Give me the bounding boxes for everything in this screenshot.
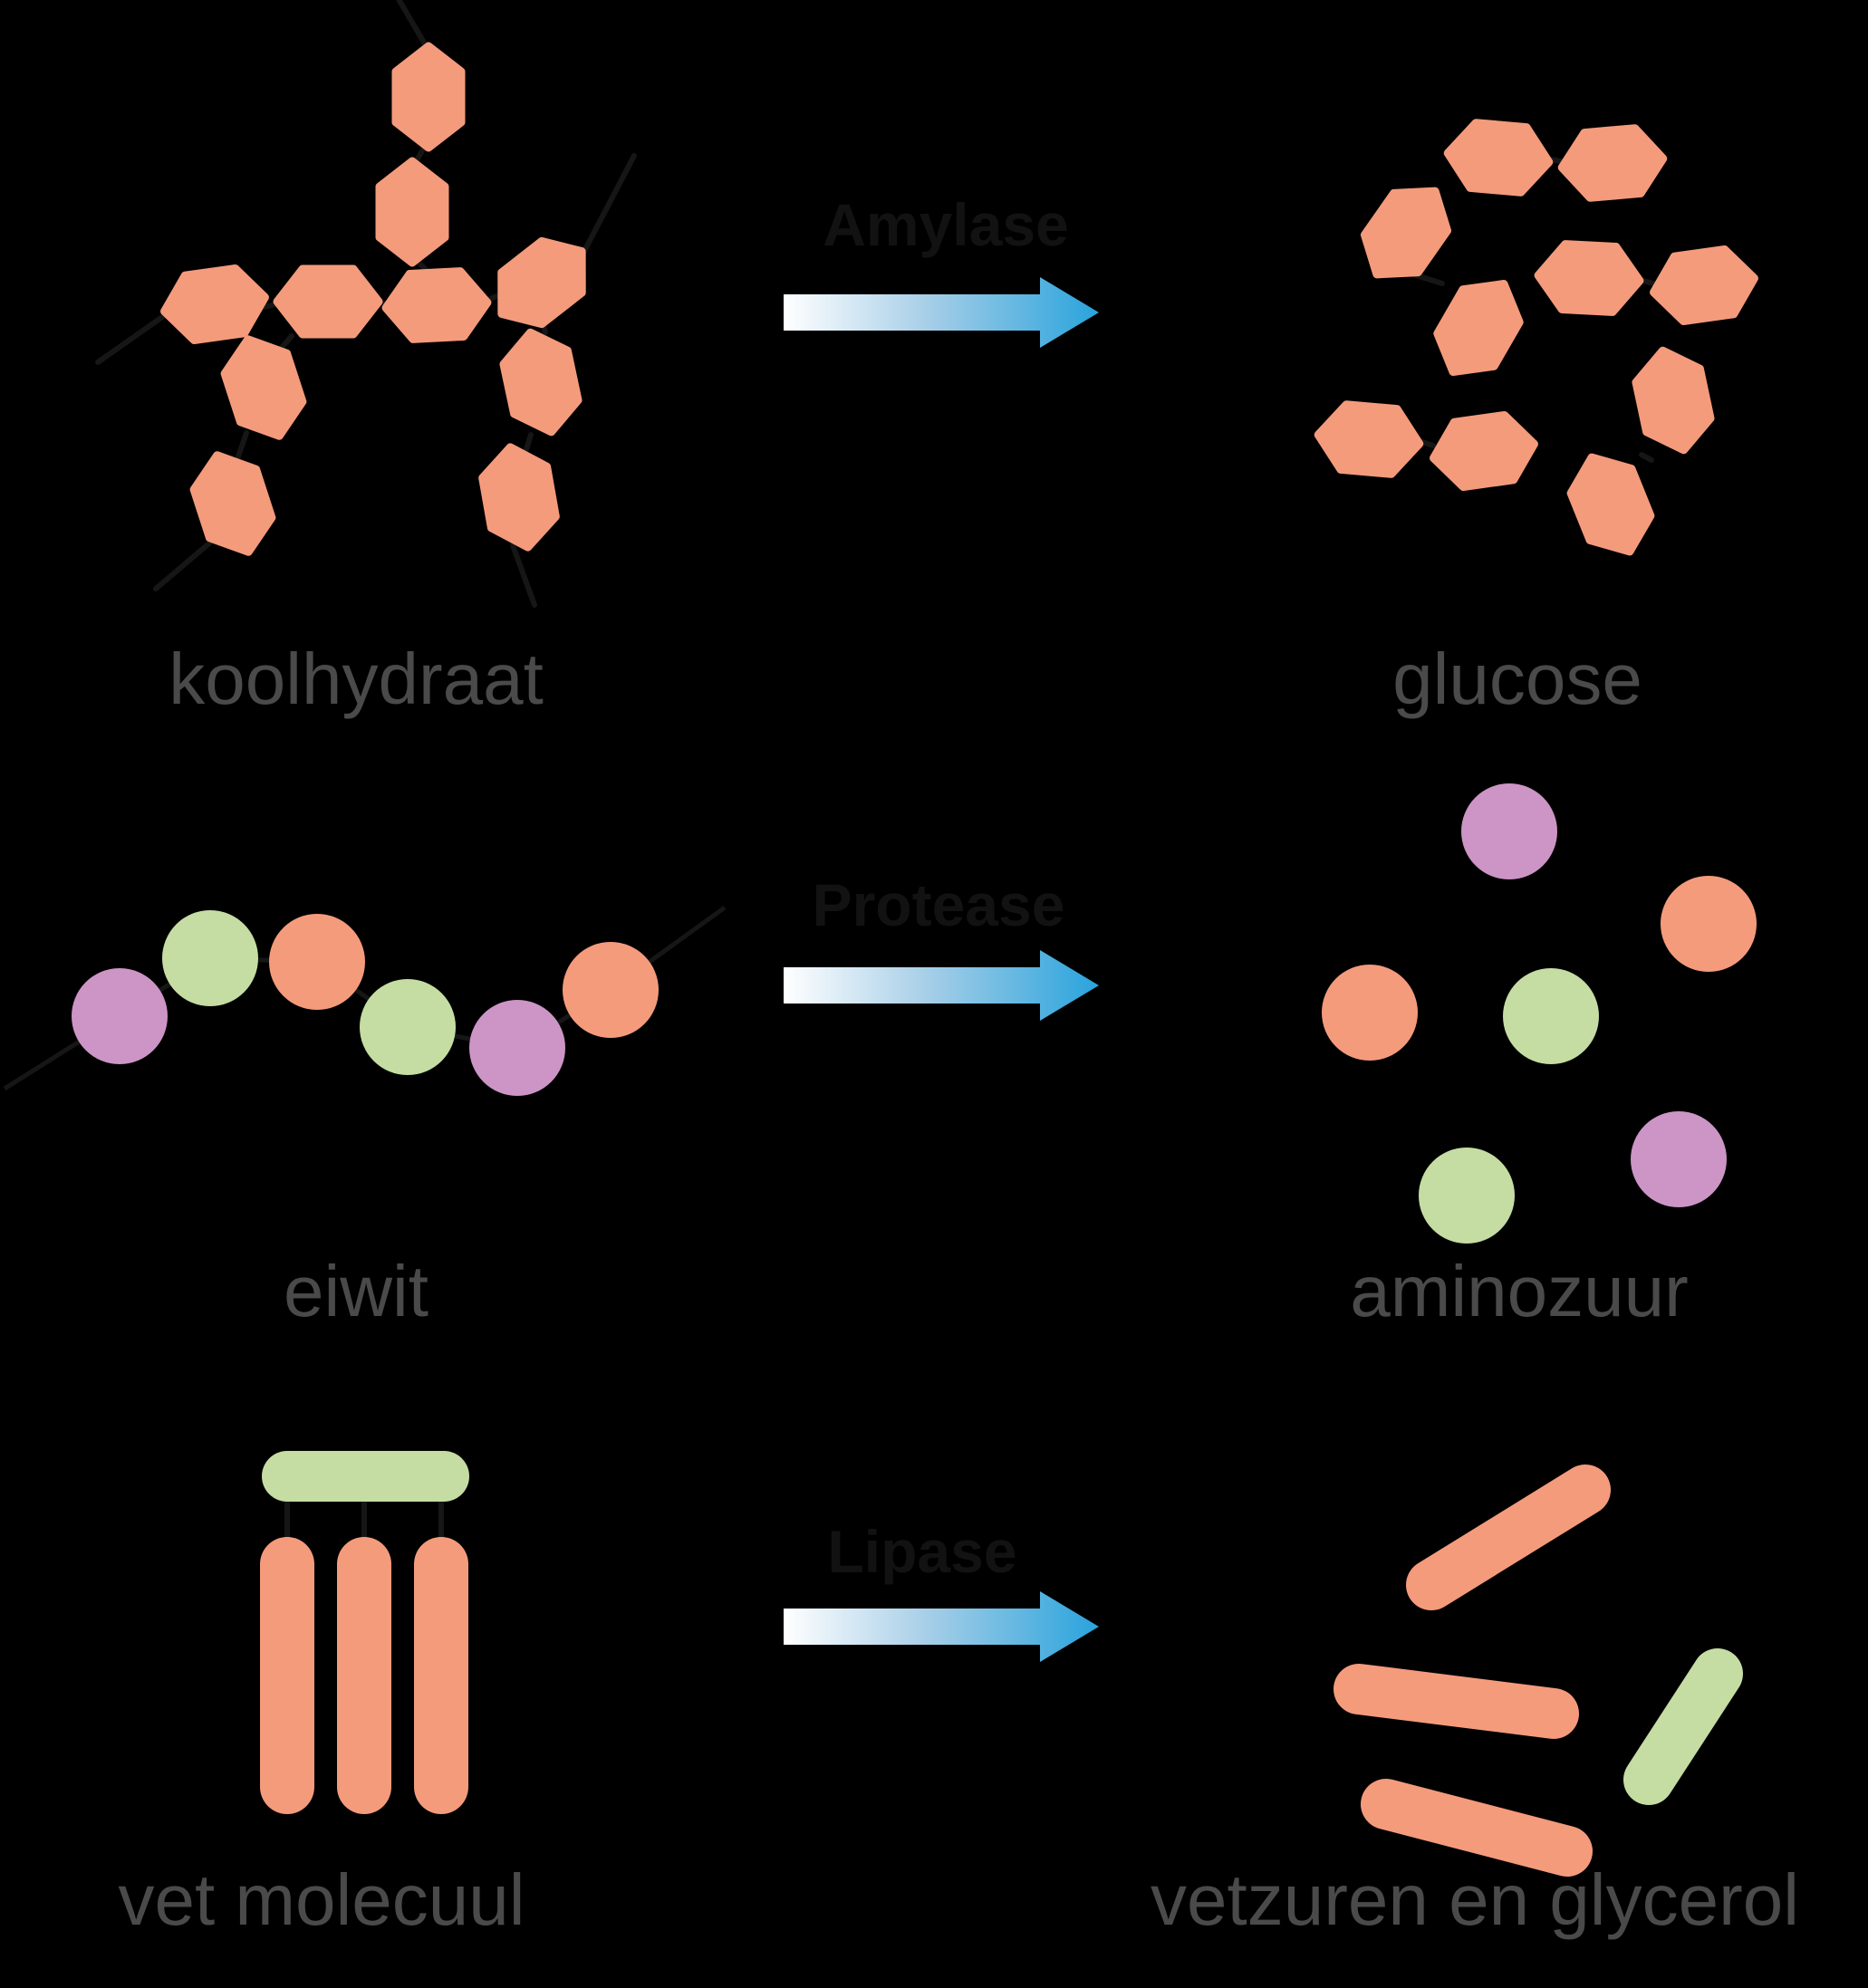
amino-acid-circle: [1322, 965, 1418, 1061]
glucose-unit-hexagon: [498, 326, 583, 439]
protease-arrow-icon: [784, 950, 1099, 1021]
glucose-unit-hexagon: [217, 330, 310, 447]
bond-line: [396, 0, 429, 50]
glucose-unit-hexagon: [380, 161, 445, 263]
amino-acid-circle: [1503, 968, 1599, 1064]
bond-remnant: [1639, 452, 1654, 463]
enzyme-label-amylase: Amylase: [823, 191, 1069, 258]
bond-line: [524, 432, 534, 452]
amino-acid-circle: [1419, 1148, 1515, 1244]
substrate-label-vet-molecuul: vet molecuul: [118, 1859, 525, 1940]
bond-remnant: [1420, 439, 1436, 448]
substrate-label-eiwit: eiwit: [283, 1251, 429, 1331]
glucose-hexagon: [1315, 402, 1422, 475]
fatty-acid-bar: [1361, 1779, 1593, 1877]
glucose-hexagon: [1631, 344, 1716, 457]
glucose-unit-hexagon: [160, 265, 270, 344]
glucose-hexagon: [1430, 412, 1539, 491]
fatty-acid-bar: [1406, 1465, 1611, 1610]
amino-acid-circle: [563, 942, 659, 1038]
glucose-unit-hexagon: [482, 226, 602, 340]
amino-acid-circle: [1461, 783, 1557, 879]
amino-acid-circle: [469, 1000, 565, 1096]
glucose-hexagon: [1650, 246, 1759, 325]
amino-acid-circle: [1661, 876, 1757, 972]
glucose-hexagon: [1536, 243, 1642, 313]
vetzuren-glycerol-molecules: [1334, 1465, 1743, 1877]
amino-acid-circle: [72, 968, 168, 1064]
eiwit-molecule: [3, 905, 727, 1096]
bond-line: [510, 543, 537, 608]
enzyme-label-protease: Protease: [812, 871, 1065, 938]
vet-molecule: [260, 1451, 469, 1814]
glucose-hexagon: [1350, 172, 1461, 293]
bond-line: [153, 540, 213, 591]
aminozuur-molecules: [1322, 783, 1757, 1244]
product-label-aminozuur: aminozuur: [1350, 1251, 1689, 1331]
glycerol-bar: [1623, 1648, 1743, 1805]
glucose-unit-hexagon: [478, 442, 560, 553]
koolhydraat-molecule: [95, 0, 637, 608]
substrate-label-koolhydraat: koolhydraat: [169, 639, 544, 719]
glucose-hexagon: [1559, 126, 1666, 199]
glucose-hexagon: [1562, 446, 1661, 564]
enzyme-label-lipase: Lipase: [827, 1518, 1017, 1585]
bond-line: [95, 312, 168, 365]
amino-acid-circle: [360, 979, 456, 1075]
glucose-unit-hexagon: [277, 269, 379, 334]
product-label-vetzuren-en-glycerol: vetzuren en glycerol: [1151, 1859, 1799, 1940]
amino-acid-circle: [269, 914, 365, 1010]
amino-acid-circle: [162, 910, 258, 1006]
amino-acid-circle: [1631, 1111, 1727, 1207]
product-label-glucose: glucose: [1392, 639, 1642, 719]
bond-remnant: [1641, 278, 1656, 286]
lipase-arrow-icon: [784, 1591, 1099, 1662]
glucose-unit-hexagon: [186, 446, 279, 562]
amylase-arrow-icon: [784, 277, 1099, 348]
glucose-hexagon: [1445, 120, 1552, 194]
glucose-unit-hexagon: [396, 46, 461, 148]
bond-line: [580, 153, 637, 257]
glucose-molecules: [1315, 120, 1758, 563]
bond-line: [236, 430, 249, 459]
glucose-unit-hexagon: [384, 270, 489, 341]
fatty-acid-bar: [1334, 1664, 1579, 1739]
